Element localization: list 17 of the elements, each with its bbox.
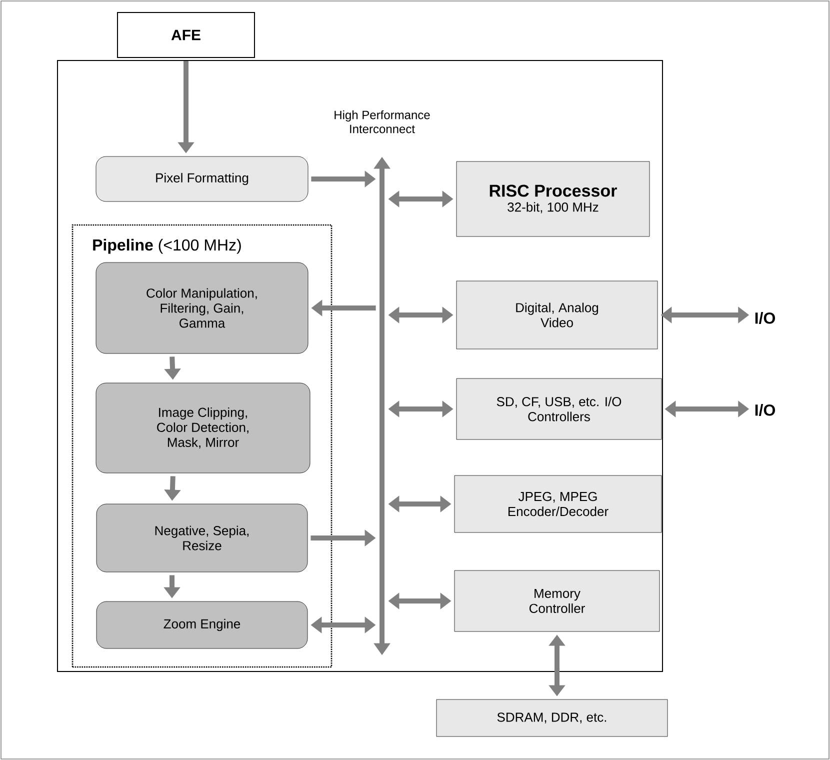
- io-label: I/O: [755, 312, 775, 324]
- pipeline-stage-box: Image Clipping, Color Detection, Mask, Mirror: [96, 382, 310, 474]
- block-box: JPEG, MPEG Encoder/Decoder: [454, 475, 662, 533]
- pipeline-stage-box: Color Manipulation, Filtering, Gain, Gamma: [96, 262, 308, 354]
- group-heading: Pipeline (<100 MHz): [93, 238, 241, 254]
- io-label: I/O: [755, 404, 775, 416]
- process-box: Pixel Formatting: [96, 156, 308, 202]
- chip-box: [57, 60, 663, 672]
- bus-label: High Performance Interconnect: [334, 110, 430, 134]
- block-box: SD, CF, USB, etc. I/O Controllers: [456, 378, 662, 440]
- block-box: SDRAM, DDR, etc.: [436, 699, 668, 737]
- block-box: AFE: [117, 12, 255, 58]
- pipeline-stage-box: Zoom Engine: [96, 601, 308, 649]
- block-box: Memory Controller: [454, 570, 660, 632]
- block-box: Digital, Analog Video: [456, 280, 658, 350]
- pipeline-stage-box: Negative, Sepia, Resize: [96, 504, 308, 572]
- block-box: RISC Processor 32-bit, 100 MHz: [456, 161, 650, 237]
